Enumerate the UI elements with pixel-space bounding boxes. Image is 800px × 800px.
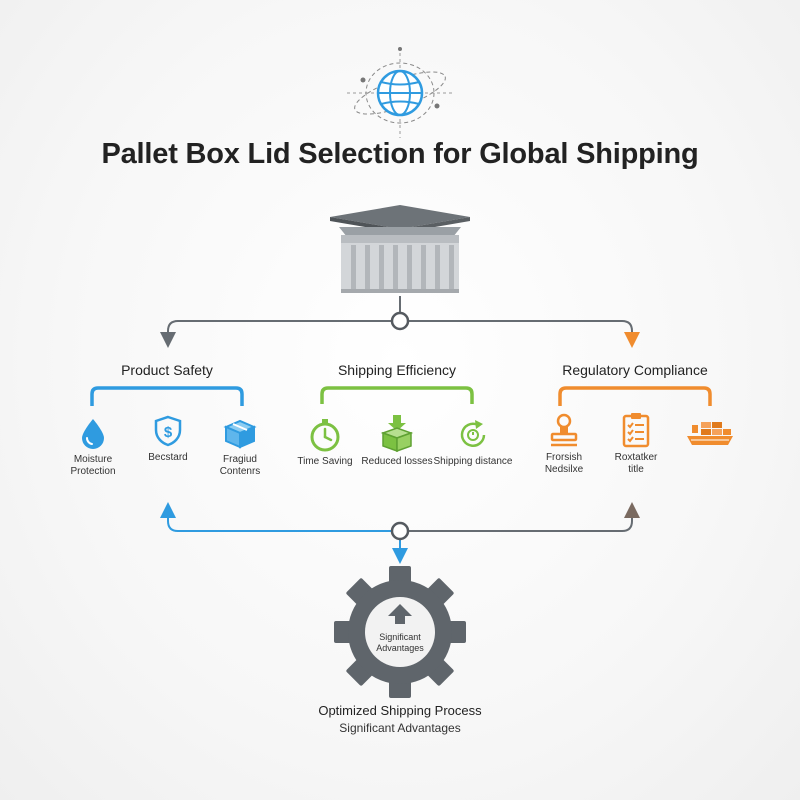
bottom-title: Optimized Shipping Process — [318, 703, 482, 718]
water-drop-icon — [82, 419, 104, 449]
dollar-shield-icon: $ — [154, 415, 182, 447]
checklist-icon — [622, 413, 650, 448]
item-cargo-ship — [665, 418, 755, 452]
bottom-connector — [160, 502, 640, 564]
item-moisture-protection: Moisture Protection — [48, 416, 138, 478]
item-label: Moisture Protection — [70, 454, 116, 477]
svg-text:$: $ — [164, 424, 173, 441]
bracket-shipping-efficiency — [320, 386, 474, 404]
pallet-box-lid-icon — [330, 205, 470, 293]
item-label: Shipping distance — [433, 456, 513, 467]
category-label-regulatory-compliance: Regulatory Compliance — [562, 362, 708, 378]
item-label: Frorsish Nedsilxe — [544, 452, 584, 475]
item-fragile-contents: Fragiud Contenrs — [195, 416, 285, 478]
item-time-saving: Time Saving — [280, 418, 370, 468]
item-frorsish-nedsilxe: Frorsish Nedsilxe — [519, 412, 609, 476]
gear-label: Significant Advantages — [376, 632, 424, 653]
bottom-subtitle: Significant Advantages — [339, 721, 461, 735]
top-connector — [160, 296, 640, 348]
stopwatch-icon — [310, 419, 340, 452]
item-reduced-losses: Reduced losses — [352, 414, 442, 468]
item-roxtatker-title: Roxtatker title — [591, 412, 681, 476]
bracket-product-safety — [90, 386, 244, 406]
globe-icon — [347, 47, 453, 138]
item-becstard: $ Becstard — [123, 414, 213, 464]
bracket-regulatory-compliance — [558, 386, 712, 406]
item-label: Reduced losses — [361, 456, 433, 467]
item-label: Becstard — [148, 452, 188, 463]
item-label: Time Saving — [297, 456, 353, 467]
item-label: Fragiud Contenrs — [219, 454, 261, 477]
box-icon — [223, 419, 257, 449]
category-label-product-safety: Product Safety — [121, 362, 213, 378]
box-down-arrow-icon — [380, 415, 414, 452]
category-label-shipping-efficiency: Shipping Efficiency — [337, 362, 457, 378]
refresh-icon — [460, 420, 486, 447]
item-shipping-distance: Shipping distance — [428, 418, 518, 468]
item-label: Roxtatker title — [614, 452, 658, 475]
cargo-ship-icon — [687, 422, 733, 445]
stamp-icon — [550, 413, 578, 447]
page-title: Pallet Box Lid Selection for Global Ship… — [101, 138, 699, 170]
gear-icon — [334, 566, 466, 698]
